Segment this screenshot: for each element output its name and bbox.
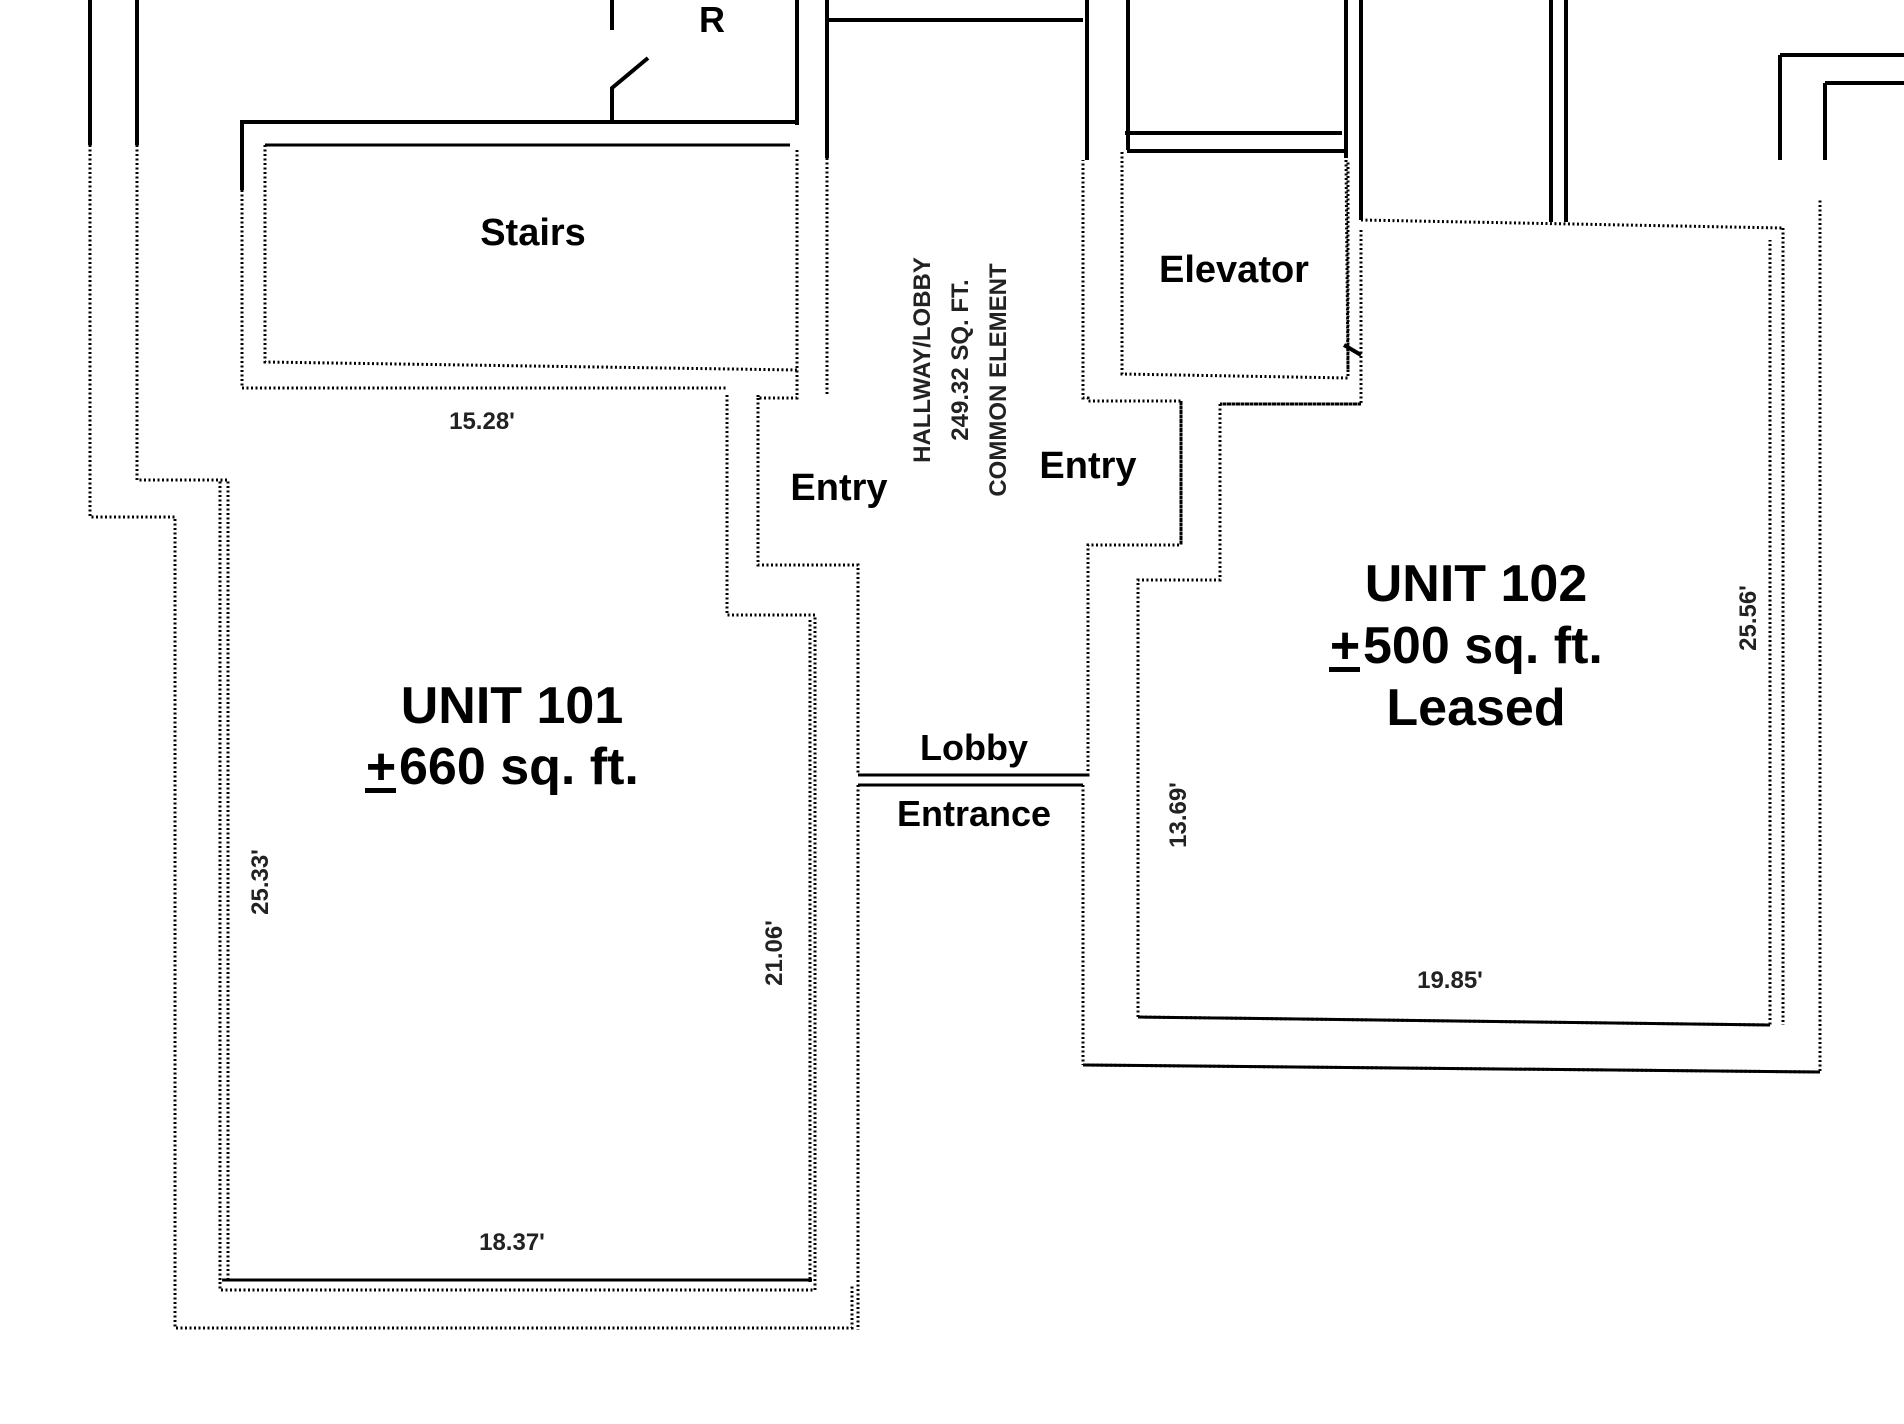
hallway-caption: HALLWAY/LOBBY 249.32 SQ. FT. COMMON ELEM… [909,257,1012,497]
hallway-line-3: COMMON ELEMENT [985,263,1012,497]
unit-101-plusminus: + [366,738,396,796]
unit-102-room [1082,200,1822,1074]
unit-102-plusminus: + [1330,617,1360,675]
dim-unit102-left: 13.69' [1165,782,1192,848]
unit-102-area: 500 sq. ft. [1363,617,1603,675]
unit-101-name: UNIT 101 [401,677,624,735]
dim-stairs-bottom: 15.28' [449,408,515,435]
dim-unit101-bottom: 18.37' [479,1229,545,1256]
elevator-room [1120,152,1363,380]
unit-102-status: Leased [1386,679,1565,737]
top-room-label: R [699,0,725,40]
unit-102-plusminus-underline [1329,667,1360,672]
entrance-label: Entrance [897,793,1051,834]
unit-101-area: 660 sq. ft. [399,738,639,796]
outer-walls [88,0,1904,222]
lobby-label: Lobby [920,727,1028,768]
hallway-line-1: HALLWAY/LOBBY [909,257,936,463]
entry-right-label: Entry [1039,445,1136,487]
unit-101-plusminus-underline [365,788,396,793]
hallway-line-2: 249.32 SQ. FT. [947,279,974,440]
entry-left-label: Entry [790,467,887,509]
unit-101-label: UNIT 101 + 660 sq. ft. [365,677,639,796]
unit-101-room [218,395,817,1292]
hallway-lobby [756,158,1183,1330]
stairs-room [240,120,799,400]
left-outer-wall [88,145,854,1330]
unit-102-name: UNIT 102 [1365,555,1588,613]
dim-unit101-left: 25.33' [247,849,274,915]
stairs-label: Stairs [480,212,586,254]
elevator-label: Elevator [1159,249,1309,291]
dim-unit101-right: 21.06' [761,920,788,986]
dim-unit102-bottom: 19.85' [1417,967,1483,994]
dim-unit102-right: 25.56' [1735,585,1762,651]
unit-102-label: UNIT 102 + 500 sq. ft. Leased [1329,555,1603,737]
